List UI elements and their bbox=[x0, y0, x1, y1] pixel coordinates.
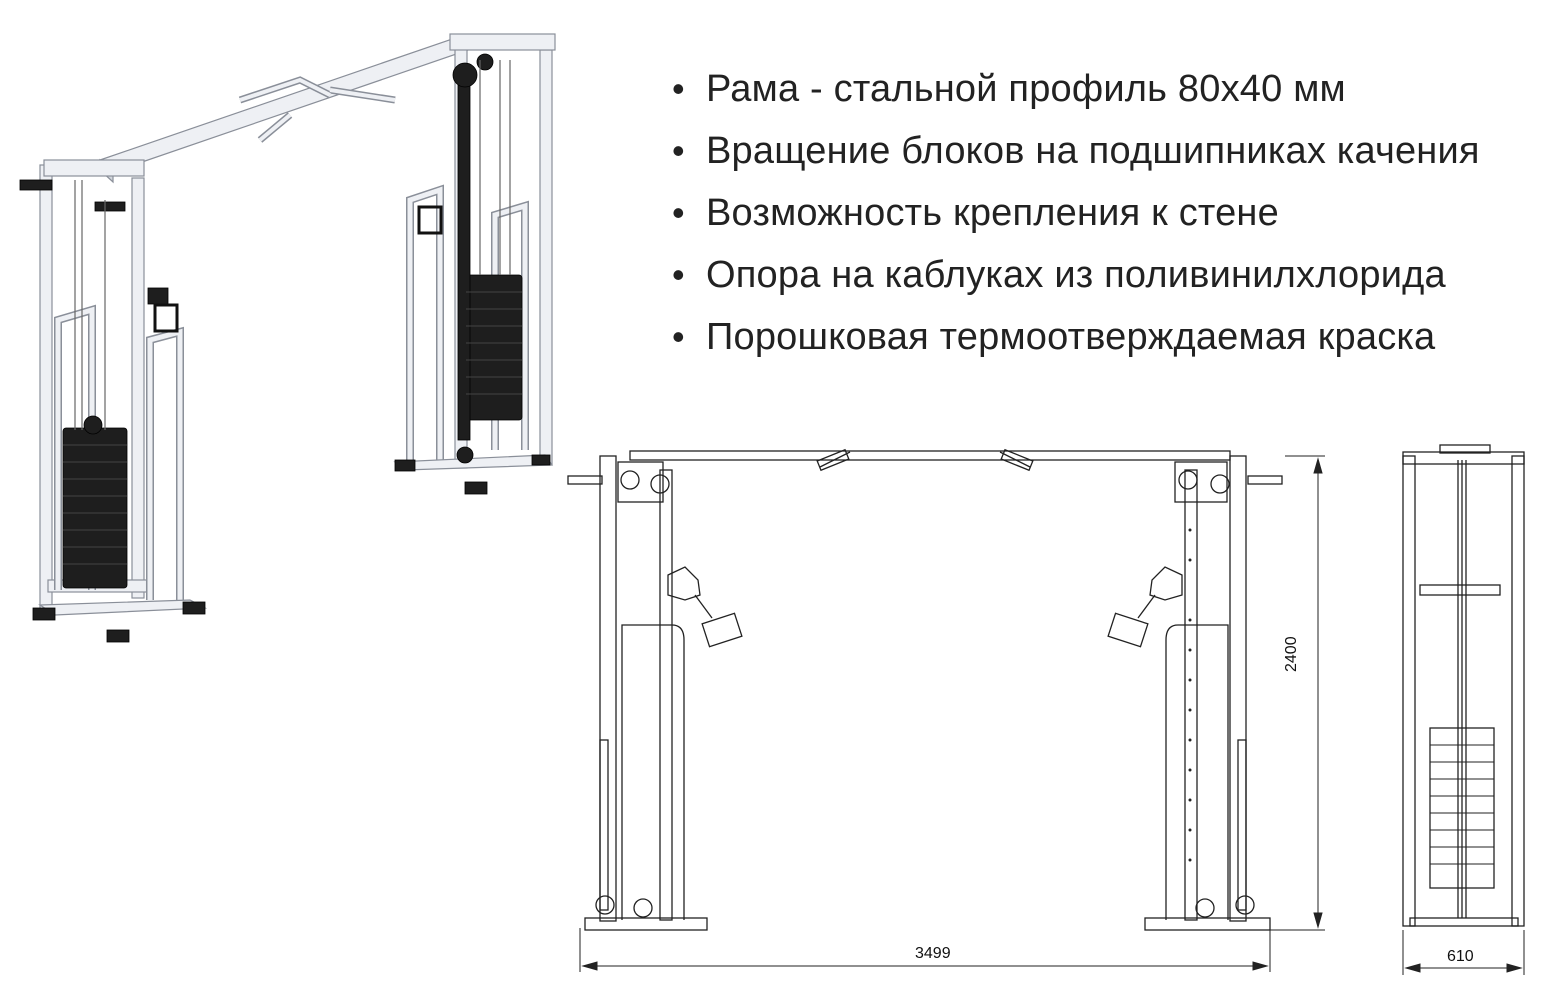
feature-item: Возможность крепления к стене bbox=[672, 182, 1480, 244]
feature-item: Опора на каблуках из поливинилхлорида bbox=[672, 244, 1480, 306]
depth-dimension-label: 610 bbox=[1447, 948, 1474, 965]
feature-item: Вращение блоков на подшипниках качения bbox=[672, 120, 1480, 182]
feature-item: Рама - стальной профиль 80х40 мм bbox=[672, 58, 1480, 120]
width-dimension-label: 3499 bbox=[915, 945, 951, 962]
feature-list: Рама - стальной профиль 80х40 мм Вращени… bbox=[672, 58, 1480, 368]
height-dimension-label: 2400 bbox=[1283, 636, 1300, 672]
feature-item: Порошковая термоотверждаемая краска bbox=[672, 306, 1480, 368]
